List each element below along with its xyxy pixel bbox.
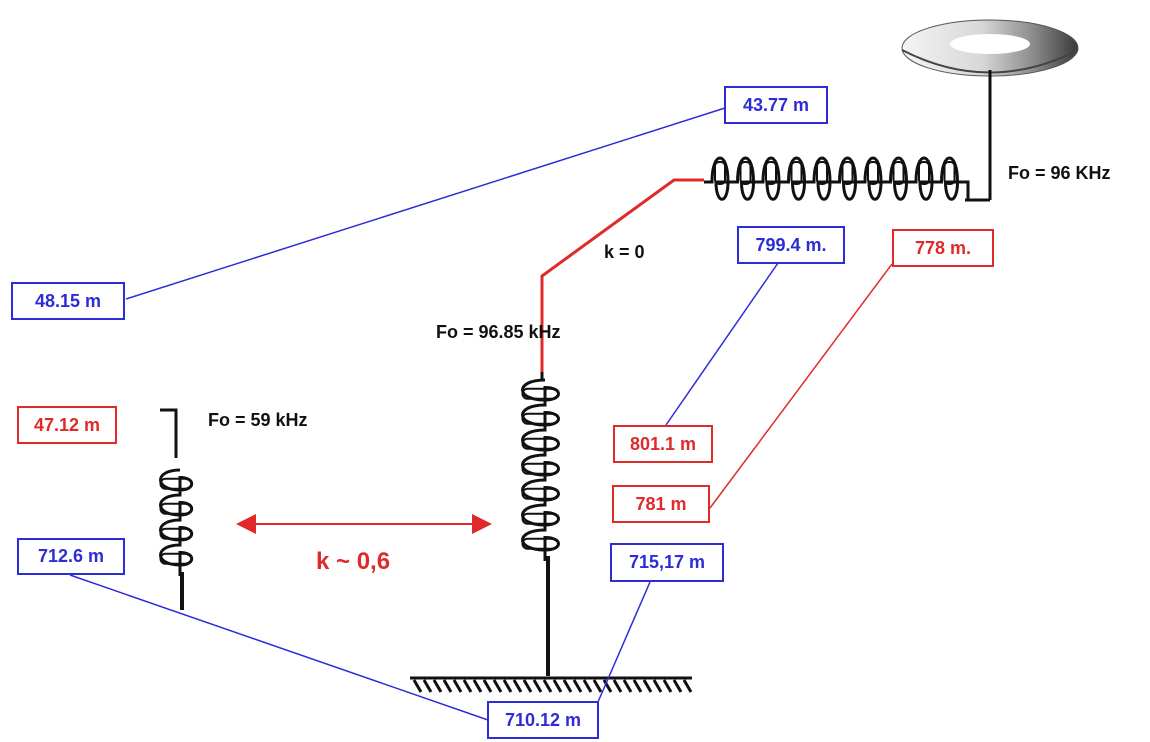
- measure-box-781: 781 m: [612, 485, 710, 523]
- k-coupling-label: k ~ 0,6: [316, 548, 391, 575]
- leader-line: [69, 574, 489, 721]
- secondary-coil-icon: [704, 156, 970, 201]
- toroid-top-load-icon: [901, 19, 1079, 77]
- fo-extra-coil-label: Fo = 96 KHz: [1008, 163, 1111, 183]
- measure-box-778: 778 m.: [892, 229, 994, 267]
- measure-box-712-6: 712.6 m: [17, 538, 125, 575]
- k-zero-label: k = 0: [604, 242, 645, 262]
- fo-primary-label: Fo = 59 kHz: [208, 410, 308, 430]
- leader-line: [709, 263, 893, 509]
- resonator-coil-icon: [521, 378, 560, 561]
- leader-line: [665, 262, 779, 426]
- fo-secondary-label: Fo = 96.85 kHz: [436, 322, 561, 342]
- measure-box-801-1: 801.1 m: [613, 425, 713, 463]
- measure-box-47-12: 47.12 m: [17, 406, 117, 444]
- measure-box-799-4: 799.4 m.: [737, 226, 845, 264]
- measure-box-715-17: 715,17 m: [610, 543, 724, 582]
- leader-line: [597, 581, 651, 703]
- red-connection-wire: [540, 178, 704, 372]
- measure-box-48-15: 48.15 m: [11, 282, 125, 320]
- leader-line: [125, 107, 726, 300]
- ground-icon: [410, 676, 693, 693]
- measure-box-710-12: 710.12 m: [487, 701, 599, 739]
- primary-coil-icon: [159, 468, 194, 576]
- measure-box-43-77: 43.77 m: [724, 86, 828, 124]
